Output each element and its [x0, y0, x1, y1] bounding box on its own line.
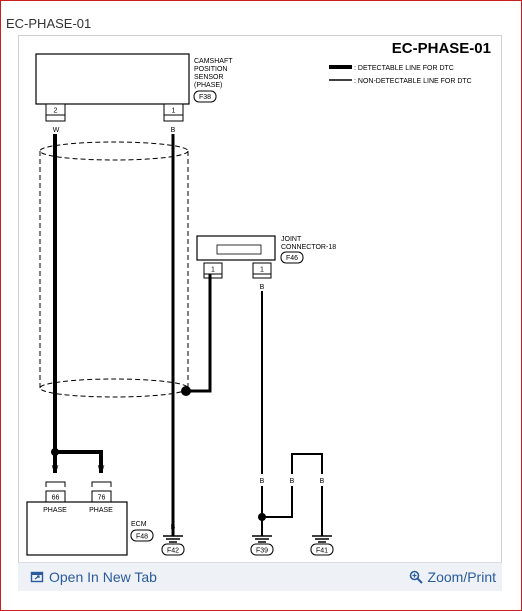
wire-b-loop	[291, 453, 323, 474]
wire-color-b-3: B	[290, 478, 295, 485]
wire-color-w-3: W	[98, 465, 105, 472]
zoom-icon	[409, 570, 423, 584]
open-in-new-tab-button[interactable]: Open In New Tab	[30, 569, 157, 585]
sensor-label-2: POSITION	[194, 66, 227, 73]
ecm-pin-left-name: PHASE	[43, 507, 67, 514]
diagram-title: EC-PHASE-01	[392, 40, 491, 57]
joint-pin-left-label: 1	[211, 267, 215, 274]
sensor-label-1: CAMSHAFT	[194, 58, 233, 65]
ecm-connector-badge	[130, 529, 154, 542]
ecm-pin-left-label: 66	[52, 495, 60, 502]
ground-f42-icon	[163, 535, 183, 543]
wiring-diagram: EC-PHASE-01 : DETECTABLE LINE FOR DTC : …	[18, 35, 502, 564]
shield-bottom	[39, 378, 189, 398]
wire-color-b-2: B	[260, 478, 265, 485]
sensor-connector-badge	[193, 90, 217, 103]
zoom-print-button[interactable]: Zoom/Print	[409, 569, 496, 585]
ground-f39-label: F39	[256, 548, 268, 555]
sensor-pin-right-label: 1	[172, 108, 176, 115]
legend-detectable: : DETECTABLE LINE FOR DTC	[354, 65, 454, 72]
wire-b-branch	[262, 486, 293, 518]
ground-f42-label: F42	[167, 548, 179, 555]
wire-shield-to-joint	[186, 271, 212, 393]
joint-connector: F46	[286, 255, 298, 262]
ecm-pin-right-label: 76	[98, 495, 106, 502]
window-title: EC-PHASE-01	[6, 16, 92, 31]
joint-pin-brackets	[203, 274, 272, 279]
ecm-pin-right-name: PHASE	[89, 507, 113, 514]
shield-top	[39, 141, 189, 161]
ground-f41-icon	[312, 535, 332, 543]
legend-non-detectable: : NON-DETECTABLE LINE FOR DTC	[354, 78, 472, 85]
sensor-label-3: SENSOR	[194, 74, 224, 81]
ecm-box	[26, 501, 128, 556]
ecm-connector: F48	[136, 534, 148, 541]
wire-w-branch	[55, 450, 103, 473]
ground-f42-badge	[161, 543, 185, 556]
sensor-connector: F38	[199, 94, 211, 101]
joint-pin-right-label: 1	[260, 267, 264, 274]
ground-f39-badge	[250, 543, 274, 556]
joint-box	[196, 235, 276, 261]
zoom-print-label: Zoom/Print	[427, 569, 496, 585]
joint-pin-right	[252, 262, 272, 275]
joint-label-1: JOINT	[281, 236, 302, 243]
wire-color-w-1: W	[53, 127, 60, 134]
sensor-pin-left-label: 2	[54, 108, 58, 115]
wire-color-b-1: B	[171, 127, 176, 134]
ecm-label: ECM	[131, 521, 147, 528]
ground-f41-badge	[310, 543, 334, 556]
diagram-footer: Open In New Tab Zoom/Print	[18, 562, 502, 591]
joint-pin-left	[203, 262, 223, 275]
sensor-pin-brackets	[45, 115, 184, 122]
wire-color-w-2: W	[52, 465, 59, 472]
ground-f39-icon	[252, 535, 272, 543]
joint-inner	[216, 244, 262, 255]
sensor-label-4: (PHASE)	[194, 82, 222, 89]
ecm-pin-brackets	[45, 481, 112, 487]
joint-connector-badge	[280, 251, 304, 264]
sensor-pin-left	[45, 103, 66, 116]
sensor-pin-right	[163, 103, 184, 116]
sensor-box	[35, 53, 190, 105]
diagram-svg: EC-PHASE-01 : DETECTABLE LINE FOR DTC : …	[26, 40, 491, 556]
wire-color-b-joint: B	[260, 284, 265, 291]
open-in-new-tab-label: Open In New Tab	[49, 569, 157, 585]
ground-f41-label: F41	[316, 548, 328, 555]
wire-color-b-5: B	[171, 524, 176, 531]
joint-label-2: CONNECTOR-18	[281, 244, 336, 251]
open-tab-icon	[30, 570, 44, 584]
wire-color-b-4: B	[320, 478, 325, 485]
